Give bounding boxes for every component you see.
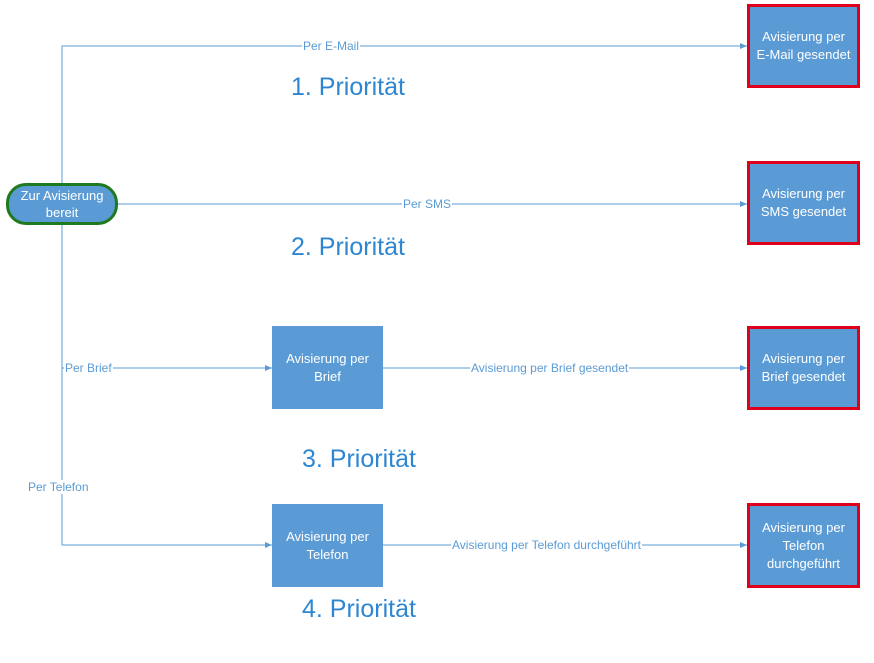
priority-4-label: 4. Priorität	[302, 595, 416, 623]
start-node-label: Zur Avisierung bereit	[20, 188, 104, 220]
edge-label-brief-sent: Avisierung per Brief gesendet	[470, 361, 630, 375]
sms-sent-node: Avisierung per SMS gesendet	[747, 161, 860, 245]
telefon-node: Avisierung per Telefon	[272, 504, 383, 587]
priority-2-label: 2. Priorität	[291, 233, 405, 261]
email-sent-label: Avisierung per E-Mail gesendet	[756, 29, 851, 62]
brief-node: Avisierung per Brief	[272, 326, 383, 409]
edge-telefon	[61, 368, 272, 548]
edge-label-telefon: Per Telefon	[27, 480, 90, 494]
telefon-label: Avisierung per Telefon	[286, 528, 369, 562]
telefon-done-node: Avisierung per Telefon durchgeführt	[747, 503, 860, 588]
priority-1-label: 1. Priorität	[291, 73, 405, 101]
brief-sent-node: Avisierung per Brief gesendet	[747, 326, 860, 410]
sms-sent-label: Avisierung per SMS gesendet	[760, 186, 847, 219]
edge-label-sms: Per SMS	[402, 197, 453, 211]
edge-email	[61, 43, 747, 183]
edge-brief	[61, 225, 272, 371]
brief-label: Avisierung per Brief	[286, 350, 369, 384]
priority-3-label: 3. Priorität	[302, 445, 416, 473]
brief-sent-label: Avisierung per Brief gesendet	[761, 351, 846, 384]
email-sent-node: Avisierung per E-Mail gesendet	[747, 4, 860, 88]
start-node: Zur Avisierung bereit	[6, 183, 118, 225]
telefon-done-label: Avisierung per Telefon durchgeführt	[762, 519, 845, 571]
edge-label-brief: Per Brief	[64, 361, 113, 375]
edge-label-telefon-done: Avisierung per Telefon durchgeführt	[451, 538, 643, 552]
edge-label-email: Per E-Mail	[302, 39, 361, 53]
